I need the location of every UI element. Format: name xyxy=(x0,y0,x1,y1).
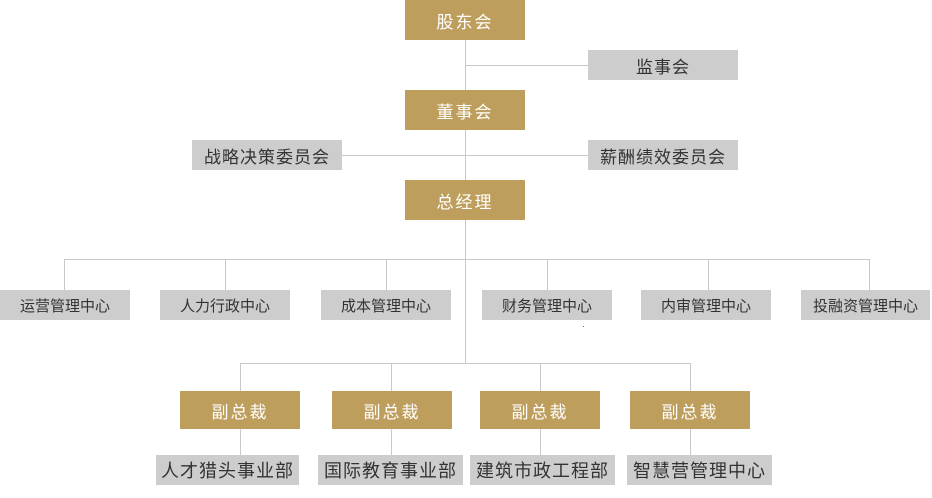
stray-dot xyxy=(583,326,584,327)
vp-drop-3 xyxy=(540,363,541,391)
center-box-investment: 投融资管理中心 xyxy=(801,290,930,320)
compensation-committee-box: 薪酬绩效委员会 xyxy=(588,140,738,170)
center-box-audit: 内审管理中心 xyxy=(641,290,771,320)
center-drop-2 xyxy=(225,259,226,290)
division-box-headhunting: 人才猎头事业部 xyxy=(156,455,299,485)
center-drop-1 xyxy=(64,259,65,290)
division-link-4 xyxy=(690,429,691,455)
center-drop-6 xyxy=(869,259,870,290)
vice-president-box-1: 副总裁 xyxy=(180,391,300,429)
division-link-2 xyxy=(391,429,392,455)
center-box-cost: 成本管理中心 xyxy=(321,290,451,320)
strategy-committee-box: 战略决策委员会 xyxy=(192,140,342,170)
division-link-1 xyxy=(240,429,241,455)
division-box-smart-camp: 智慧营管理中心 xyxy=(627,455,772,485)
vice-president-box-3: 副总裁 xyxy=(480,391,600,429)
centers-bus xyxy=(64,259,870,260)
center-box-operations: 运营管理中心 xyxy=(0,290,130,320)
center-drop-5 xyxy=(708,259,709,290)
vp-drop-2 xyxy=(391,363,392,391)
center-drop-4 xyxy=(547,259,548,290)
shareholders-box: 股东会 xyxy=(405,0,525,40)
vice-president-box-2: 副总裁 xyxy=(332,391,452,429)
general-manager-box: 总经理 xyxy=(405,180,525,220)
division-link-3 xyxy=(540,429,541,455)
vp-drop-4 xyxy=(690,363,691,391)
center-box-hr-admin: 人力行政中心 xyxy=(160,290,290,320)
center-box-finance: 财务管理中心 xyxy=(482,290,612,320)
supervisory-connector xyxy=(465,65,588,66)
division-box-intl-education: 国际教育事业部 xyxy=(318,455,463,485)
vice-president-box-4: 副总裁 xyxy=(630,391,750,429)
vp-drop-1 xyxy=(240,363,241,391)
center-drop-3 xyxy=(386,259,387,290)
board-box: 董事会 xyxy=(405,90,525,130)
supervisory-board-box: 监事会 xyxy=(588,50,738,80)
committee-connector xyxy=(342,155,588,156)
vp-bus xyxy=(240,363,691,364)
division-box-construction: 建筑市政工程部 xyxy=(470,455,615,485)
